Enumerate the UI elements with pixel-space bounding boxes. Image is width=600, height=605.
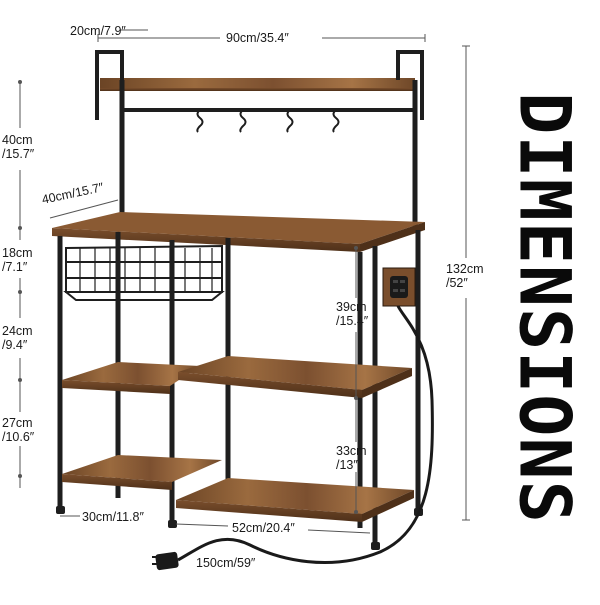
wire-basket	[63, 244, 225, 301]
dim-right-lower: 33cm /13″	[336, 444, 367, 472]
middle-left-shelf	[62, 362, 200, 394]
dim-right-upper: 39cm /15.4″	[336, 300, 369, 328]
top-shelf	[100, 78, 415, 91]
middle-right-shelf	[178, 356, 412, 398]
dim-basket-height: 18cm /7.1″	[2, 246, 33, 274]
dim-top-width: 90cm/35.4″	[226, 31, 289, 45]
bottom-right-shelf	[176, 478, 414, 522]
main-tabletop	[52, 212, 425, 252]
dim-middle-left: 24cm /9.4″	[2, 324, 33, 352]
power-plug	[152, 551, 179, 571]
top-brackets	[95, 50, 424, 120]
dim-cord-length: 150cm/59″	[196, 556, 256, 570]
dim-bottom-right-width: 52cm/20.4″	[232, 521, 295, 535]
dim-bottom-left: 27cm /10.6″	[2, 416, 35, 444]
power-strip	[382, 267, 416, 307]
dim-upper-section: 40cm /15.7″	[2, 133, 35, 161]
s-hooks	[196, 109, 340, 133]
dim-top-side: 20cm/7.9″	[70, 24, 126, 38]
power-cord	[177, 305, 434, 564]
dimension-lines	[19, 29, 470, 534]
dimensions-title: DIMENSIONS	[505, 38, 585, 578]
dimension-dots	[18, 80, 358, 514]
upper-uprights	[119, 80, 418, 228]
dimensions-title-text: DIMENSIONS	[505, 92, 585, 524]
dim-total-height: 132cm /52″	[446, 262, 484, 290]
bottom-left-shelf	[62, 455, 222, 490]
dim-bottom-left-width: 30cm/11.8″	[82, 510, 144, 524]
